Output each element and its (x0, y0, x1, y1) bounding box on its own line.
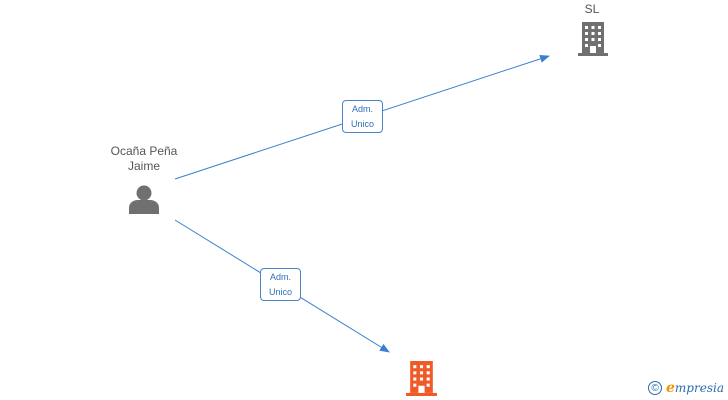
building-icon[interactable] (578, 22, 608, 56)
person-label[interactable]: Ocaña Peña Jaime (94, 144, 194, 174)
relation-role-line2: Unico (350, 119, 374, 129)
brand-logo: empresia (666, 380, 724, 396)
relation-label-bottom[interactable]: Adm. Unico (260, 268, 301, 301)
person-icon[interactable] (129, 185, 159, 214)
relation-role-line1: Adm. (269, 272, 291, 282)
relation-label-top[interactable]: Adm. Unico (342, 100, 383, 133)
company-top-label[interactable]: SL (584, 2, 600, 16)
empresia-watermark: © empresia (648, 378, 724, 398)
building-icon[interactable] (406, 361, 437, 396)
person-name-line1: Ocaña Peña (110, 144, 178, 158)
relation-role-line2: Unico (268, 287, 292, 297)
relation-role-line1: Adm. (351, 104, 373, 114)
copyright-icon: © (648, 381, 662, 395)
person-name-line2: Jaime (127, 159, 160, 173)
